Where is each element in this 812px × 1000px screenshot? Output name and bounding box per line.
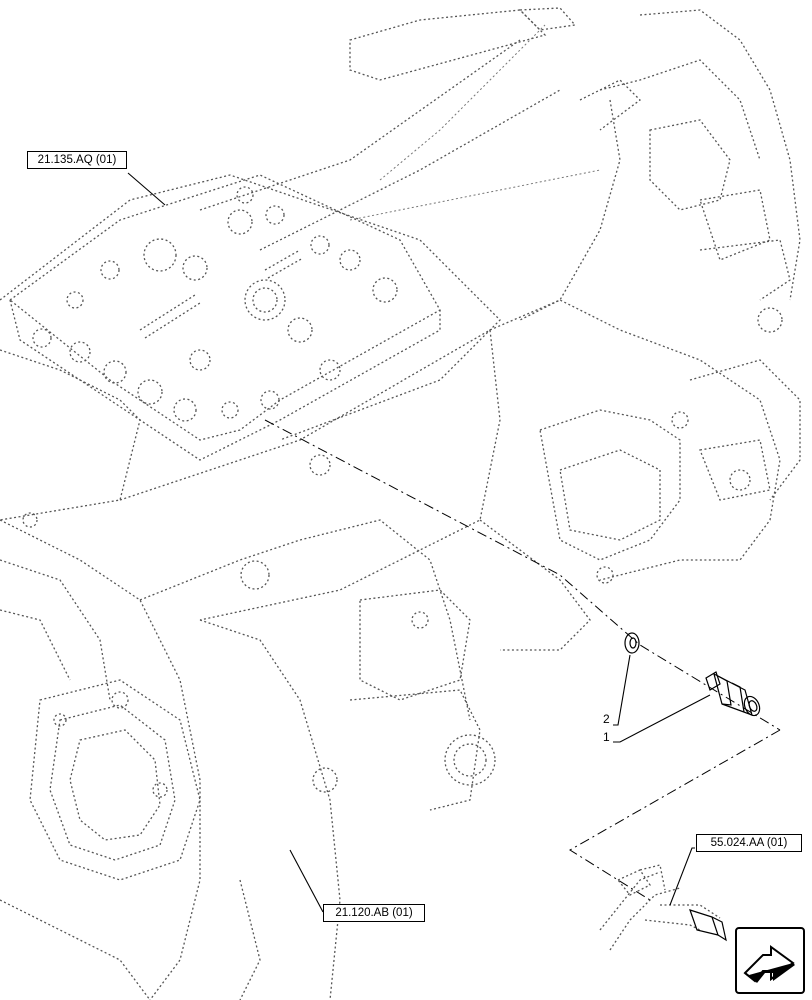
callout-55-024-AA[interactable]: 55.024.AA (01) <box>696 834 802 852</box>
item-number-1: 1 <box>603 730 610 744</box>
callout-21-135-AQ[interactable]: 21.135.AQ (01) <box>27 151 127 169</box>
leader-lines <box>127 172 711 913</box>
transmission-housing-ghost <box>0 7 801 1000</box>
callout-label: 21.120.AB (01) <box>335 907 413 919</box>
next-page-button[interactable] <box>735 927 805 994</box>
item-number-2: 2 <box>603 712 610 726</box>
callout-label: 21.135.AQ (01) <box>37 154 117 166</box>
next-page-arrow-icon <box>743 945 795 983</box>
callout-21-120-AB[interactable]: 21.120.AB (01) <box>323 904 425 922</box>
pressure-switch-part <box>705 671 761 717</box>
assembly-axis-line <box>264 419 781 731</box>
connector-axis-line <box>569 729 781 901</box>
valve-block-ghost <box>8 174 441 461</box>
harness-connector-part <box>599 864 727 951</box>
sealing-washer-part <box>624 632 640 654</box>
callout-label: 55.024.AA (01) <box>710 837 788 849</box>
